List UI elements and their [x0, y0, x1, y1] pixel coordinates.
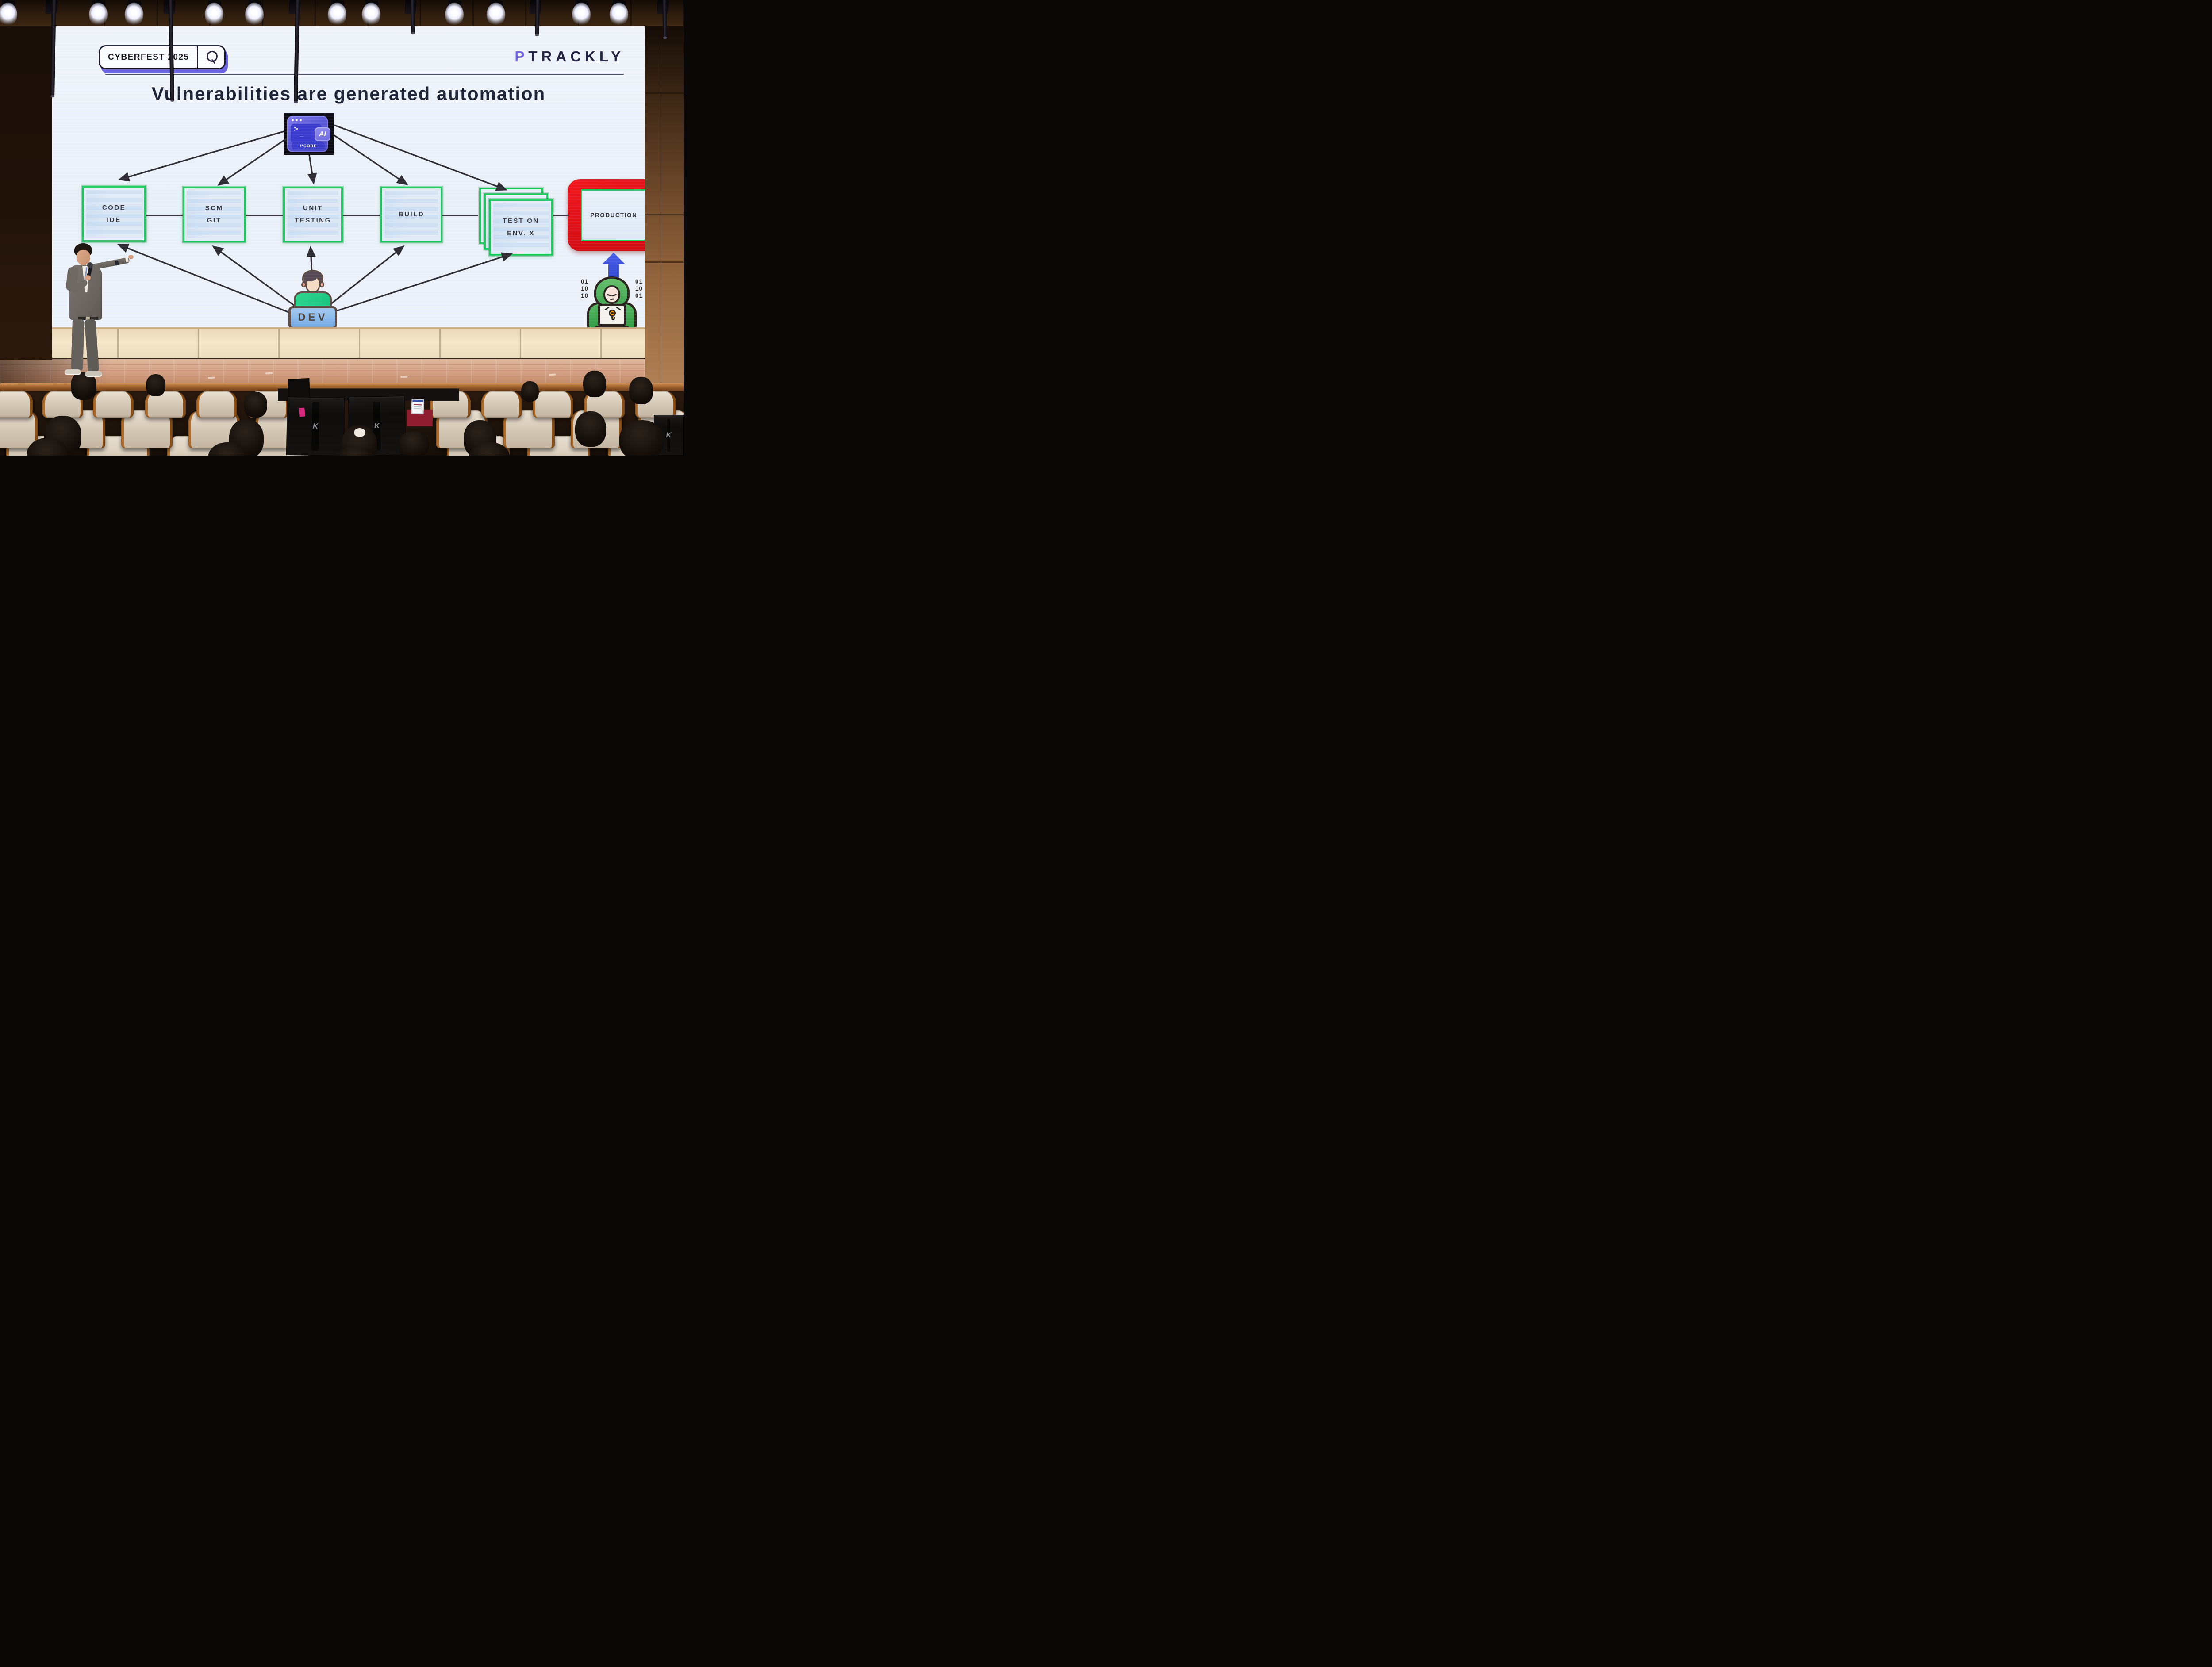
auditorium-chair [93, 391, 134, 418]
box-label-line: PRODUCTION [590, 212, 637, 218]
dev-bang [305, 275, 317, 281]
conference-hall-photo: CYBERFEST 2025 PTRACKLY Vulnerabilities … [0, 0, 684, 456]
badge-icon-cell [197, 46, 224, 68]
pipeline-box-build: BUILD [380, 187, 442, 242]
dev-ear [301, 282, 306, 287]
hanging-rod [662, 0, 667, 38]
box-label-line: TEST ON [503, 217, 539, 225]
event-badge-label: CYBERFEST 2025 [108, 52, 189, 62]
hair-scrunchie [354, 428, 365, 437]
audience-head [398, 431, 429, 456]
box-label-line: UNIT [303, 204, 323, 212]
ai-badge: AI [315, 127, 330, 141]
pipeline-box-code-ide: CODE IDE [82, 186, 146, 242]
sneaker [65, 369, 81, 375]
auditorium-chair [533, 391, 573, 418]
code-label: /*CODE [292, 142, 325, 149]
ai-terminal-window: > _ AI /*CODE [287, 116, 330, 152]
hanging-rod [535, 0, 540, 36]
pipeline-box-scm-git: SCM GIT [183, 187, 246, 242]
binary-digits-left: 01 10 10 [581, 278, 589, 299]
logo-rest: TRACKLY [528, 48, 625, 65]
box-label-line: IDE [107, 216, 121, 224]
trackly-logo: PTRACKLY [515, 48, 625, 65]
presenter-hand [128, 255, 134, 259]
stage-back-wall [52, 327, 645, 359]
box-label-line: BUILD [398, 211, 425, 218]
malware-bug-icon [609, 310, 616, 317]
audience-head [619, 420, 664, 456]
projection-screen: CYBERFEST 2025 PTRACKLY Vulnerabilities … [52, 26, 660, 331]
header-divider [105, 74, 624, 75]
audience-head [336, 447, 376, 456]
audience-head [521, 381, 539, 402]
audience-head [244, 392, 267, 418]
ai-code-icon: > _ AI /*CODE [284, 113, 334, 155]
developer-icon: DEV [288, 270, 338, 330]
box-label-line: CODE [102, 203, 126, 211]
box-label-line: ENV. X [507, 230, 535, 237]
hacker-face [603, 285, 620, 304]
right-wall [645, 26, 684, 387]
left-wall [0, 26, 52, 360]
prompt-symbol: > [294, 125, 298, 133]
slide: CYBERFEST 2025 PTRACKLY Vulnerabilities … [52, 26, 660, 331]
hacker-icon: 01 10 10 01 10 01 [581, 276, 643, 339]
audience-head [629, 377, 653, 404]
presenter-face [77, 250, 90, 265]
dev-sign: DEV [288, 306, 337, 329]
slide-title: Vulnerabilities are generated automation [151, 83, 546, 104]
diagram-arrows [117, 124, 569, 316]
auditorium-chair [0, 391, 33, 418]
stage-floor [0, 359, 684, 387]
dev-ear [319, 282, 324, 287]
stage-monitor-speaker [288, 378, 310, 399]
pipeline-box-unit-testing: UNIT TESTING [283, 187, 343, 242]
binary-digits-right: 01 10 01 [635, 278, 643, 299]
production-alert-frame: PRODUCTION [568, 179, 660, 251]
auditorium-chair [196, 391, 237, 418]
pink-sign [299, 407, 305, 417]
sneaker [85, 371, 102, 377]
magnifier-icon [206, 50, 218, 64]
hacker-laptop [598, 304, 626, 326]
window-dots-icon [292, 119, 302, 121]
pa-speaker: K [286, 396, 345, 456]
box-label-line: SCM [205, 204, 223, 212]
audience-head [146, 374, 165, 396]
auditorium-chair [481, 391, 522, 418]
event-badge: CYBERFEST 2025 [99, 45, 226, 69]
vip-name-card [411, 399, 424, 414]
audience-area: K K K [0, 371, 684, 456]
box-label-line: TESTING [295, 217, 331, 224]
audience-head [575, 411, 606, 447]
audience-head [583, 371, 606, 397]
presenter [62, 242, 199, 377]
stage-front-rail [0, 383, 684, 391]
cursor-symbol: _ [300, 129, 304, 138]
logo-letter-p: P [515, 48, 529, 65]
pipeline-box-test-on-env-x: TEST ON ENV. X [489, 199, 553, 256]
box-label-line: GIT [207, 217, 222, 224]
hanging-rod [410, 0, 415, 34]
